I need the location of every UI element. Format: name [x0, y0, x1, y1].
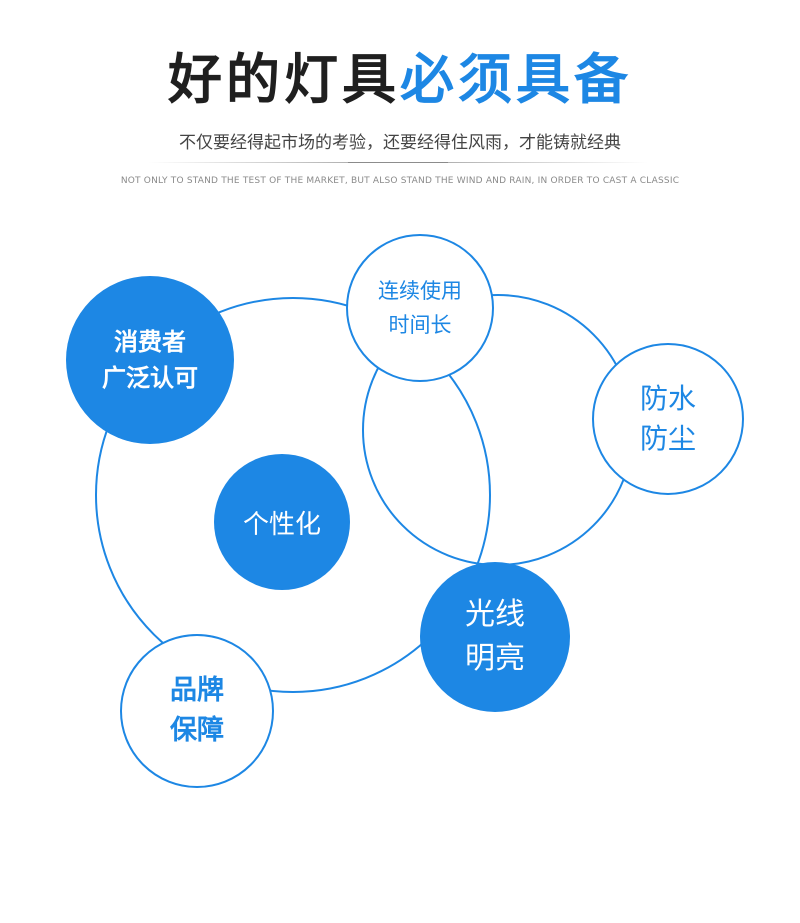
node-brand-line1: 品牌	[170, 675, 224, 706]
node-longevity-line2: 时间长	[388, 313, 452, 337]
node-recognition-line2: 广泛认可	[102, 364, 198, 392]
node-personalized-line1: 个性化	[242, 509, 321, 540]
node-consumer-recognition: 消费者 广泛认可	[66, 276, 234, 444]
title-dark-part: 好的灯具	[168, 48, 400, 111]
node-waterproof-line2: 防尘	[639, 422, 696, 455]
node-waterproof: 防水 防尘	[592, 343, 744, 495]
divider-right	[348, 162, 648, 163]
node-bright-light: 光线 明亮	[420, 562, 570, 712]
node-longevity-line1: 连续使用	[378, 279, 462, 303]
node-brand-line2: 保障	[170, 715, 224, 746]
node-brand-guarantee: 品牌 保障	[120, 634, 274, 788]
node-waterproof-line1: 防水	[639, 382, 696, 415]
page-title: 好的灯具必须具备	[0, 48, 800, 112]
node-long-use: 连续使用 时间长	[346, 234, 494, 382]
node-brightness-line1: 光线	[465, 597, 525, 632]
subtitle: 不仅要经得起市场的考验，还要经得住风雨，才能铸就经典	[179, 133, 621, 153]
divider-left	[148, 162, 448, 163]
node-brightness-line2: 明亮	[465, 641, 525, 676]
english-tagline: NOT ONLY TO STAND THE TEST OF THE MARKET…	[120, 176, 680, 186]
node-recognition-line1: 消费者	[114, 328, 186, 356]
large-ring	[95, 297, 491, 693]
node-personalized: 个性化	[214, 454, 350, 590]
title-accent-part: 必须具备	[400, 48, 632, 111]
